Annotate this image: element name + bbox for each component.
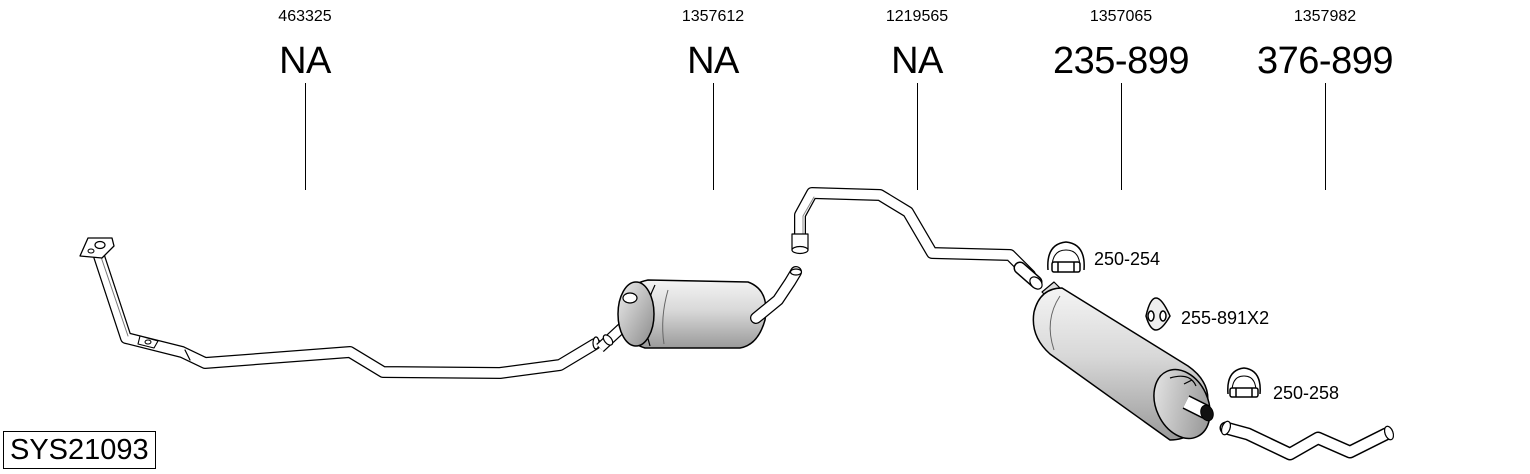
leader-line-2 <box>713 83 714 190</box>
part-number-4: 1357065 <box>1089 8 1153 25</box>
part-code-2: NA <box>687 40 739 82</box>
intermediate-pipe <box>791 187 1043 290</box>
leader-line-4 <box>1121 83 1122 190</box>
rear-silencer <box>1032 281 1214 441</box>
part-code-3: NA <box>891 40 943 82</box>
leader-line-1 <box>305 83 306 190</box>
leader-line-3 <box>917 83 918 190</box>
front-silencer <box>596 266 803 353</box>
accessory-label-clamp-rear: 250-258 <box>1273 383 1340 403</box>
hanger-icon-255-891 <box>1145 297 1171 331</box>
front-pipe <box>79 237 601 379</box>
part-code-5: 376-899 <box>1257 40 1393 82</box>
leader-line-5 <box>1325 83 1326 190</box>
part-number-5: 1357982 <box>1293 8 1357 25</box>
part-code-1: NA <box>279 40 331 82</box>
accessory-label-hanger: 255-891X2 <box>1181 308 1270 328</box>
accessory-label-clamp-front: 250-254 <box>1094 249 1161 269</box>
part-number-1: 463325 <box>278 8 332 25</box>
part-number-3: 1219565 <box>885 8 949 25</box>
part-code-4: 235-899 <box>1053 40 1189 82</box>
clamp-icon-250-254 <box>1047 241 1085 273</box>
part-number-2: 1357612 <box>681 8 745 25</box>
tail-pipe <box>1219 420 1395 461</box>
clamp-icon-250-258 <box>1227 367 1261 398</box>
system-id-label: SYS21093 <box>3 431 156 469</box>
